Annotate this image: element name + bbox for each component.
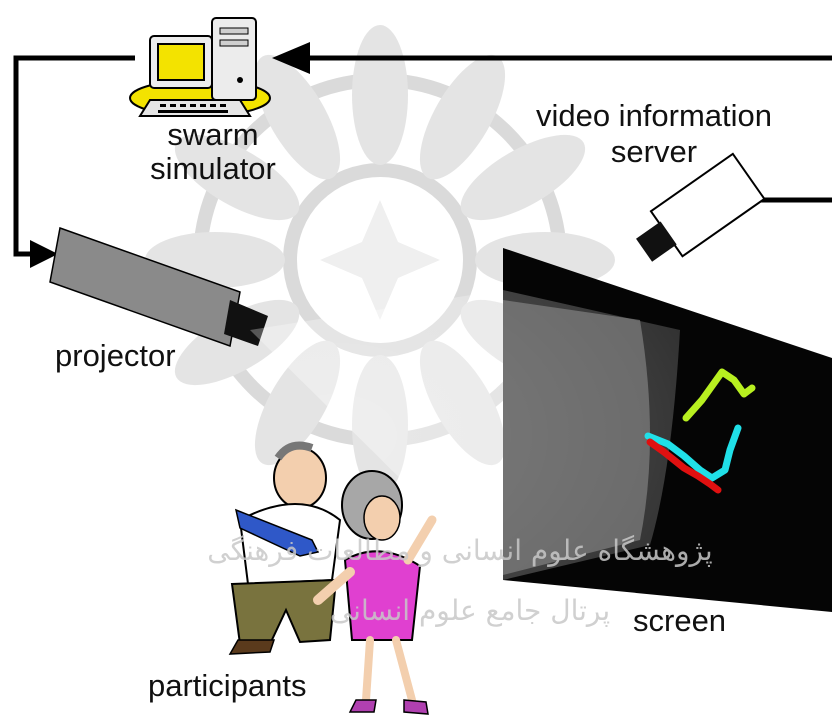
- swarm-simulator-label-line2: simulator: [150, 151, 276, 186]
- watermark-text-1: پژوهشگاه علوم انسانی و مطالعات فرهنگی: [207, 534, 712, 567]
- swarm-simulator-label-line1: swarm: [167, 117, 259, 152]
- swarm-simulator-label: swarm simulator: [150, 117, 276, 186]
- beam-on-screen: [503, 300, 650, 575]
- man-tie: [234, 508, 320, 557]
- trail-red: [646, 438, 722, 494]
- woman-dress: [343, 550, 422, 641]
- arrowhead-to-projector: [30, 240, 58, 268]
- watermark-text-2: پرتال جامع علوم انسانی: [330, 594, 610, 627]
- video-server-label: video information server: [508, 98, 800, 170]
- trail-cyan: [644, 424, 742, 482]
- screen-label: screen: [633, 603, 727, 638]
- projector-label: projector: [55, 338, 176, 373]
- video-server-label-line1: video information: [535, 98, 773, 133]
- camera-icon: [636, 152, 766, 262]
- woman-face: [363, 495, 401, 541]
- trail-lime: [682, 368, 756, 422]
- simulator-to-projector-line: [13, 55, 135, 257]
- arrowhead-to-simulator: [272, 42, 310, 74]
- swarm-trails: [644, 368, 756, 494]
- man-trousers: [230, 578, 338, 645]
- computer-icon: [129, 17, 271, 117]
- video-server-label-line2: server: [610, 134, 698, 169]
- participants-label: participants: [148, 668, 307, 703]
- participants-figures: [228, 441, 437, 715]
- connection-arrows: [13, 55, 832, 257]
